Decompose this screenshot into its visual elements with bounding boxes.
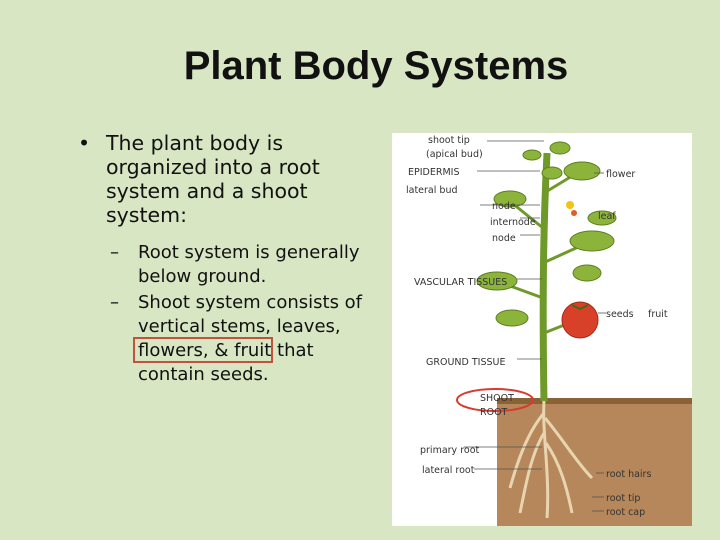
leaves xyxy=(476,141,617,327)
bullet-dot: • xyxy=(78,131,91,155)
label-primary-root: primary root xyxy=(420,445,480,456)
label-internode: internode xyxy=(490,217,536,228)
label-epidermis: EPIDERMIS xyxy=(408,167,459,178)
label-lateral-bud: lateral bud xyxy=(406,185,458,196)
sub-bullet-2-text: Shoot system consists of vertical stems,… xyxy=(138,292,363,385)
label-root-hairs: root hairs xyxy=(606,469,651,480)
bullet-list: • The plant body is organized into a roo… xyxy=(78,131,378,389)
sub-bullet-2: – Shoot system consists of vertical stem… xyxy=(110,291,378,387)
label-apical-bud: (apical bud) xyxy=(426,149,483,160)
flower-1 xyxy=(566,201,574,209)
leader-lines xyxy=(464,140,606,512)
vertical-stems-highlight-box xyxy=(133,337,273,363)
label-lateral-root: lateral root xyxy=(422,465,475,476)
label-root-cap: root cap xyxy=(606,507,645,518)
label-root-tip: root tip xyxy=(606,493,640,504)
label-root: ROOT xyxy=(480,407,508,418)
plant-diagram: shoot tip (apical bud) EPIDERMIS lateral… xyxy=(392,133,692,526)
label-vascular-tissues: VASCULAR TISSUES xyxy=(414,277,507,288)
tomato-fruit xyxy=(561,301,599,339)
fruit-calyx xyxy=(571,304,589,311)
label-ground-tissue: GROUND TISSUE xyxy=(426,357,505,368)
sub-bullet-dash: – xyxy=(110,242,119,263)
flower-2 xyxy=(571,210,577,216)
label-flower: flower xyxy=(606,169,635,180)
sub-bullet-1: – Root system is generally below ground. xyxy=(110,241,378,289)
soil-surface xyxy=(497,398,692,404)
label-fruit: fruit xyxy=(648,309,668,320)
label-leaf: leaf xyxy=(598,211,616,222)
branches xyxy=(501,171,588,335)
sub-bullet-list: – Root system is generally below ground.… xyxy=(110,241,378,387)
label-node-2: node xyxy=(492,233,516,244)
label-shoot-tip: shoot tip xyxy=(428,135,470,146)
soil xyxy=(497,398,692,526)
shoot-root-highlight-ellipse xyxy=(456,388,534,412)
sub-bullet-dash: – xyxy=(110,292,119,313)
bullet-main-text: The plant body is organized into a root … xyxy=(106,131,320,227)
label-seeds: seeds xyxy=(606,309,634,320)
slide-title: Plant Body Systems xyxy=(183,44,569,88)
sub-bullet-1-text: Root system is generally below ground. xyxy=(138,242,360,287)
plant-illustration: shoot tip (apical bud) EPIDERMIS lateral… xyxy=(406,135,692,526)
label-node-1: node xyxy=(492,201,516,212)
roots xyxy=(508,400,594,519)
bullet-main: • The plant body is organized into a roo… xyxy=(78,131,378,227)
label-shoot: SHOOT xyxy=(480,393,514,404)
